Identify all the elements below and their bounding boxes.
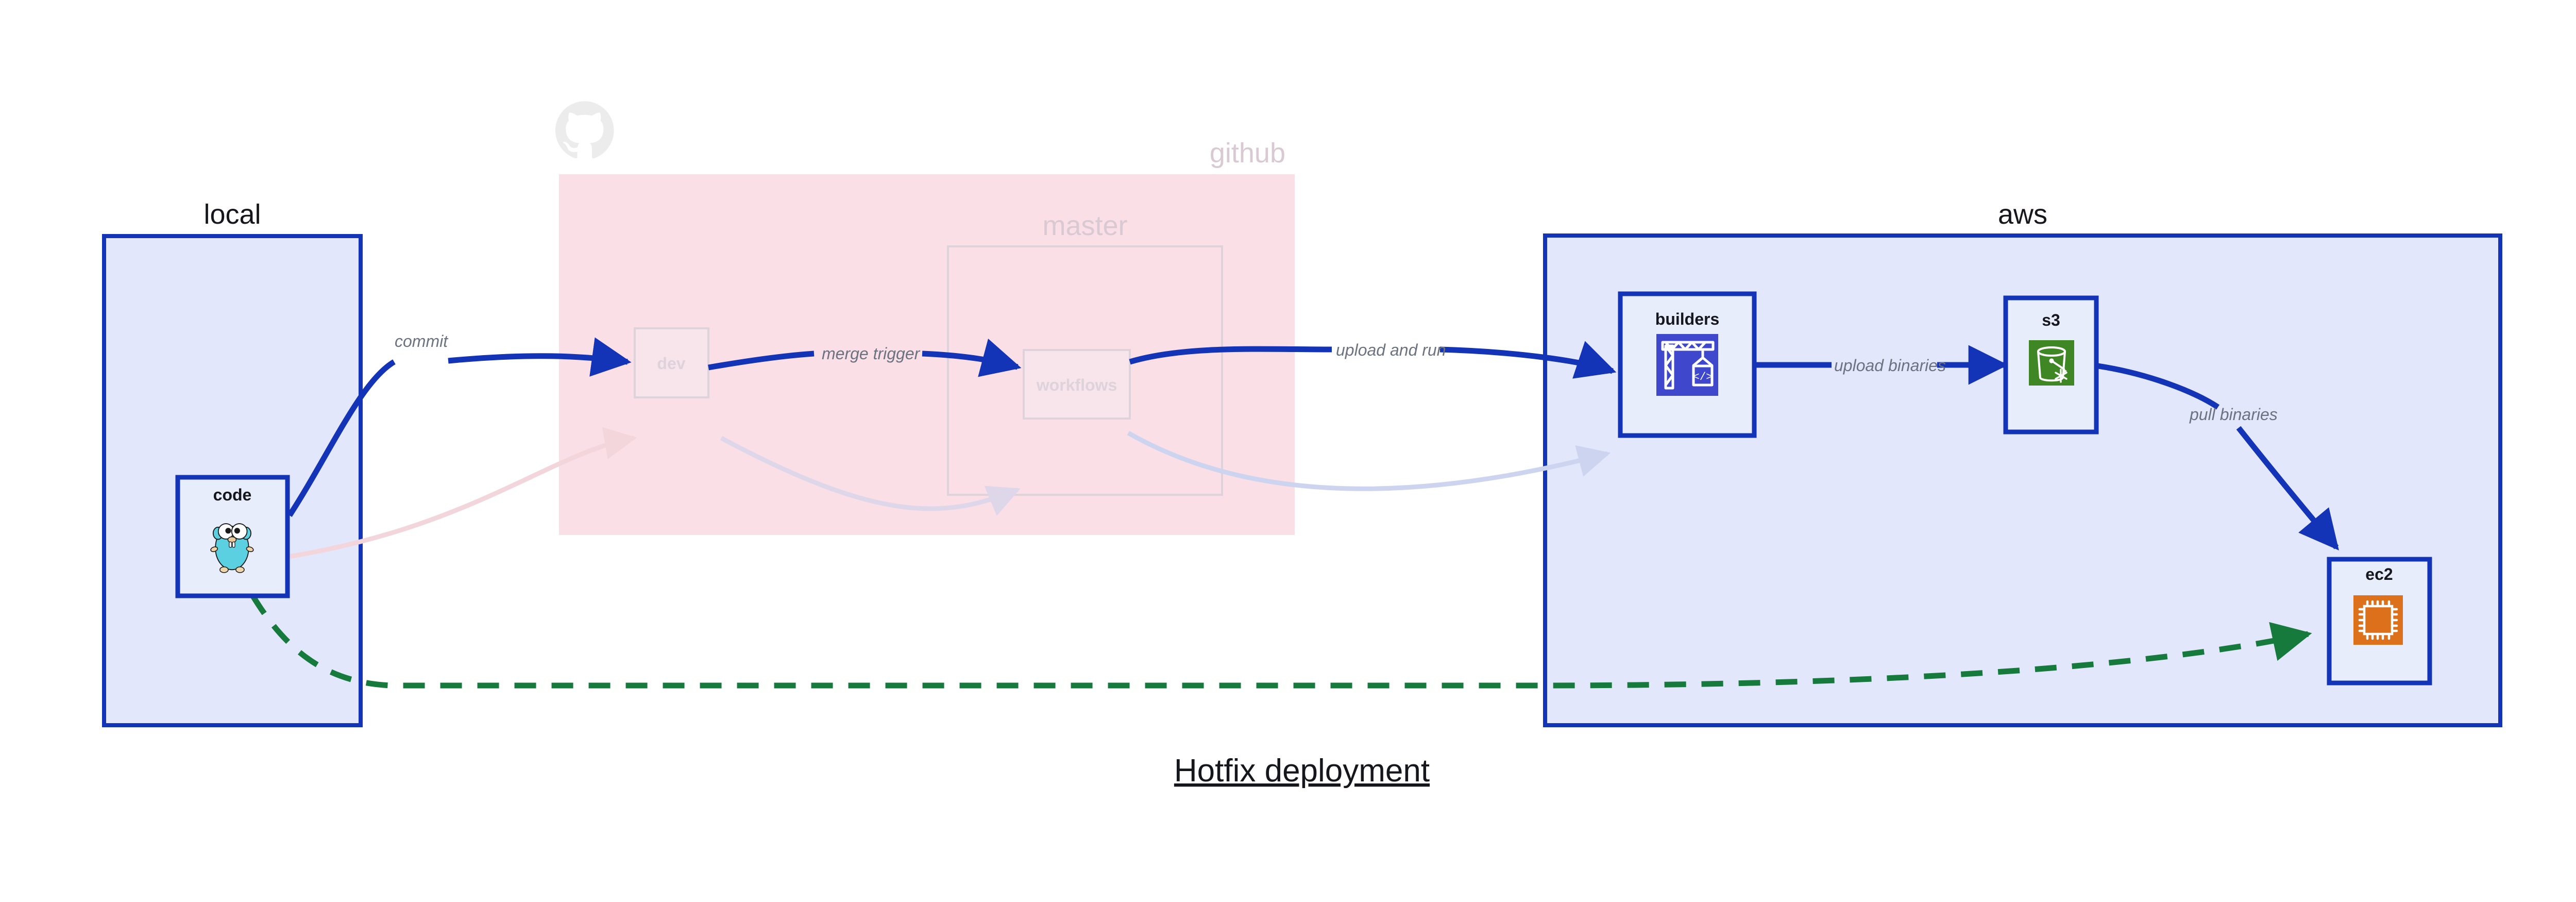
aws-codebuild-crane-icon: </>: [1656, 334, 1718, 396]
go-gopher-icon: [210, 523, 254, 573]
node-s3-label: s3: [2042, 311, 2060, 329]
group-github-label: github: [1210, 138, 1285, 169]
node-dev-rect: [634, 327, 709, 398]
edge-commit-path-a: [287, 359, 396, 517]
node-dev[interactable]: dev: [634, 327, 709, 398]
edge-hotfix-dashed: [250, 594, 2312, 689]
group-master-rect: [947, 245, 1223, 496]
edge-upload-and-run-label: upload and run: [1336, 341, 1446, 359]
edge-upload-run-path-b: [1439, 341, 1617, 379]
node-builders-label: builders: [1655, 310, 1719, 328]
edge-upload-run-path-a: [1129, 346, 1332, 365]
node-code-label: code: [213, 486, 252, 504]
faded-edge-code-to-dev: [252, 427, 637, 564]
aws-s3-glacier-bucket-icon: [2029, 340, 2074, 386]
aws-ec2-chip-icon: [2353, 595, 2403, 645]
node-workflows-rect: [1023, 349, 1131, 420]
faded-edge-workflows-to-builders: [1127, 431, 1611, 491]
group-aws-label: aws: [1998, 199, 2047, 230]
faded-edges-layer: [252, 427, 1611, 564]
edge-merge-trigger-label: merge trigger: [822, 344, 921, 363]
edge-commit-label: commit: [395, 332, 448, 350]
group-master[interactable]: master: [947, 210, 1223, 496]
edge-commit-path-b: [448, 337, 632, 377]
edge-pull-binaries-path-b: [2236, 426, 2339, 550]
node-workflows[interactable]: workflows: [1023, 349, 1131, 420]
node-s3[interactable]: s3: [2003, 295, 2099, 435]
node-ec2[interactable]: ec2: [2327, 557, 2432, 686]
code-brackets-glyph: </>: [1693, 372, 1713, 383]
node-code[interactable]: code: [175, 475, 290, 598]
edge-upload-binaries-label: upload binaries: [1834, 356, 1946, 375]
edge-pull-binaries-label: pull binaries: [2189, 405, 2278, 424]
node-dev-label: dev: [657, 354, 685, 373]
edge-pull-binaries-path-a: [2097, 363, 2220, 410]
diagram-caption: Hotfix deployment: [1174, 753, 1430, 789]
node-ec2-label: ec2: [2365, 565, 2393, 583]
edge-merge-path-a: [708, 350, 815, 371]
group-local-label: local: [204, 199, 261, 230]
edge-merge-path-b: [922, 338, 1022, 377]
github-octocat-icon: [555, 101, 614, 159]
node-builders[interactable]: builders </>: [1618, 291, 1757, 438]
edges-layer: commit merge trigger upload and run uplo…: [250, 332, 2339, 689]
faded-edge-dev-to-workflows: [720, 436, 1021, 516]
node-workflows-label: workflows: [1036, 376, 1117, 394]
group-github[interactable]: github: [555, 101, 1295, 535]
group-master-label: master: [1042, 210, 1127, 241]
